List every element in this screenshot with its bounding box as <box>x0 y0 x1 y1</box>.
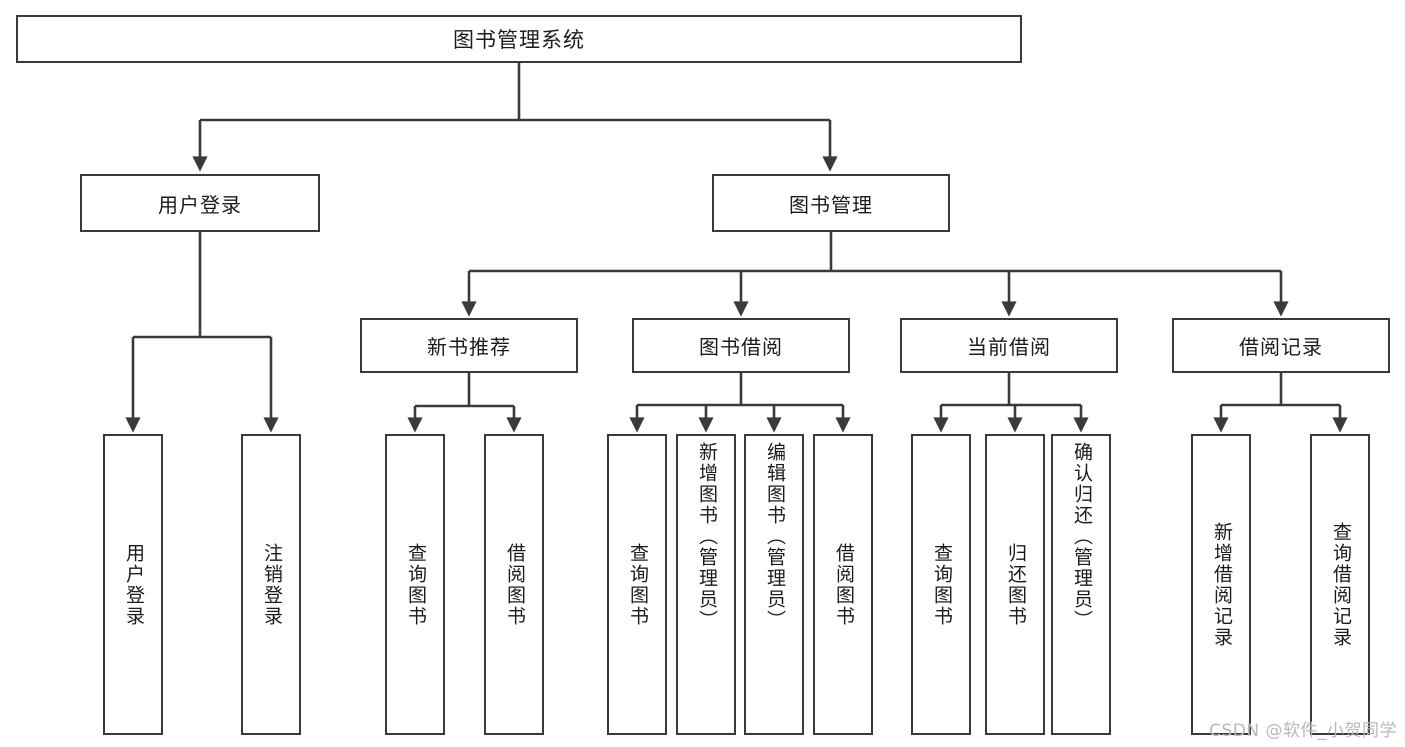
node-borrow-record[interactable]: 借阅记录 <box>1172 318 1390 373</box>
node-book-manage[interactable]: 图书管理 <box>712 174 950 232</box>
node-leaf-add-book-admin[interactable]: 新增图书（管理员） <box>676 434 736 735</box>
node-user-login-label: 用户登录 <box>158 192 242 217</box>
node-book-manage-label: 图书管理 <box>789 192 873 217</box>
node-leaf-query-book-3[interactable]: 查询图书 <box>911 434 971 735</box>
node-borrow-record-label: 借阅记录 <box>1239 335 1323 359</box>
node-leaf-user-logout-label: 注销登录 <box>260 542 283 627</box>
node-leaf-user-login-label: 用户登录 <box>122 542 145 627</box>
node-leaf-query-book-1-label: 查询图书 <box>404 542 427 627</box>
node-leaf-borrow-book-2-label: 借阅图书 <box>832 542 855 627</box>
node-leaf-add-book-admin-label: 新增图书（管理员） <box>695 442 718 631</box>
node-leaf-query-borrow-record-label: 查询借阅记录 <box>1329 521 1352 648</box>
node-leaf-query-book-1[interactable]: 查询图书 <box>385 434 445 735</box>
node-leaf-return-book-label: 归还图书 <box>1004 542 1027 627</box>
node-book-borrow[interactable]: 图书借阅 <box>632 318 850 373</box>
node-leaf-query-book-2-label: 查询图书 <box>626 542 649 627</box>
node-leaf-borrow-book-1-label: 借阅图书 <box>503 542 526 627</box>
node-current-borrow-label: 当前借阅 <box>967 335 1051 359</box>
node-leaf-add-borrow-record-label: 新增借阅记录 <box>1210 521 1233 648</box>
watermark: CSDN @软件_小贺同学 <box>1209 721 1397 741</box>
node-leaf-borrow-book-1[interactable]: 借阅图书 <box>484 434 544 735</box>
node-leaf-query-borrow-record[interactable]: 查询借阅记录 <box>1310 434 1370 735</box>
node-leaf-user-logout[interactable]: 注销登录 <box>241 434 301 735</box>
node-book-borrow-label: 图书借阅 <box>699 335 783 359</box>
node-new-book-recommend[interactable]: 新书推荐 <box>360 318 578 373</box>
node-leaf-confirm-return-admin[interactable]: 确认归还（管理员） <box>1051 434 1111 735</box>
node-leaf-confirm-return-admin-label: 确认归还（管理员） <box>1070 442 1093 631</box>
node-root[interactable]: 图书管理系统 <box>16 15 1022 63</box>
node-user-login[interactable]: 用户登录 <box>80 174 320 232</box>
node-new-book-recommend-label: 新书推荐 <box>427 335 511 359</box>
node-leaf-borrow-book-2[interactable]: 借阅图书 <box>813 434 873 735</box>
node-leaf-query-book-3-label: 查询图书 <box>930 542 953 627</box>
node-current-borrow[interactable]: 当前借阅 <box>900 318 1118 373</box>
node-root-label: 图书管理系统 <box>453 28 585 52</box>
node-leaf-query-book-2[interactable]: 查询图书 <box>607 434 667 735</box>
node-leaf-edit-book-admin[interactable]: 编辑图书（管理员） <box>744 434 804 735</box>
node-leaf-user-login[interactable]: 用户登录 <box>103 434 163 735</box>
node-leaf-edit-book-admin-label: 编辑图书（管理员） <box>763 442 786 631</box>
node-leaf-add-borrow-record[interactable]: 新增借阅记录 <box>1191 434 1251 735</box>
node-leaf-return-book[interactable]: 归还图书 <box>985 434 1045 735</box>
